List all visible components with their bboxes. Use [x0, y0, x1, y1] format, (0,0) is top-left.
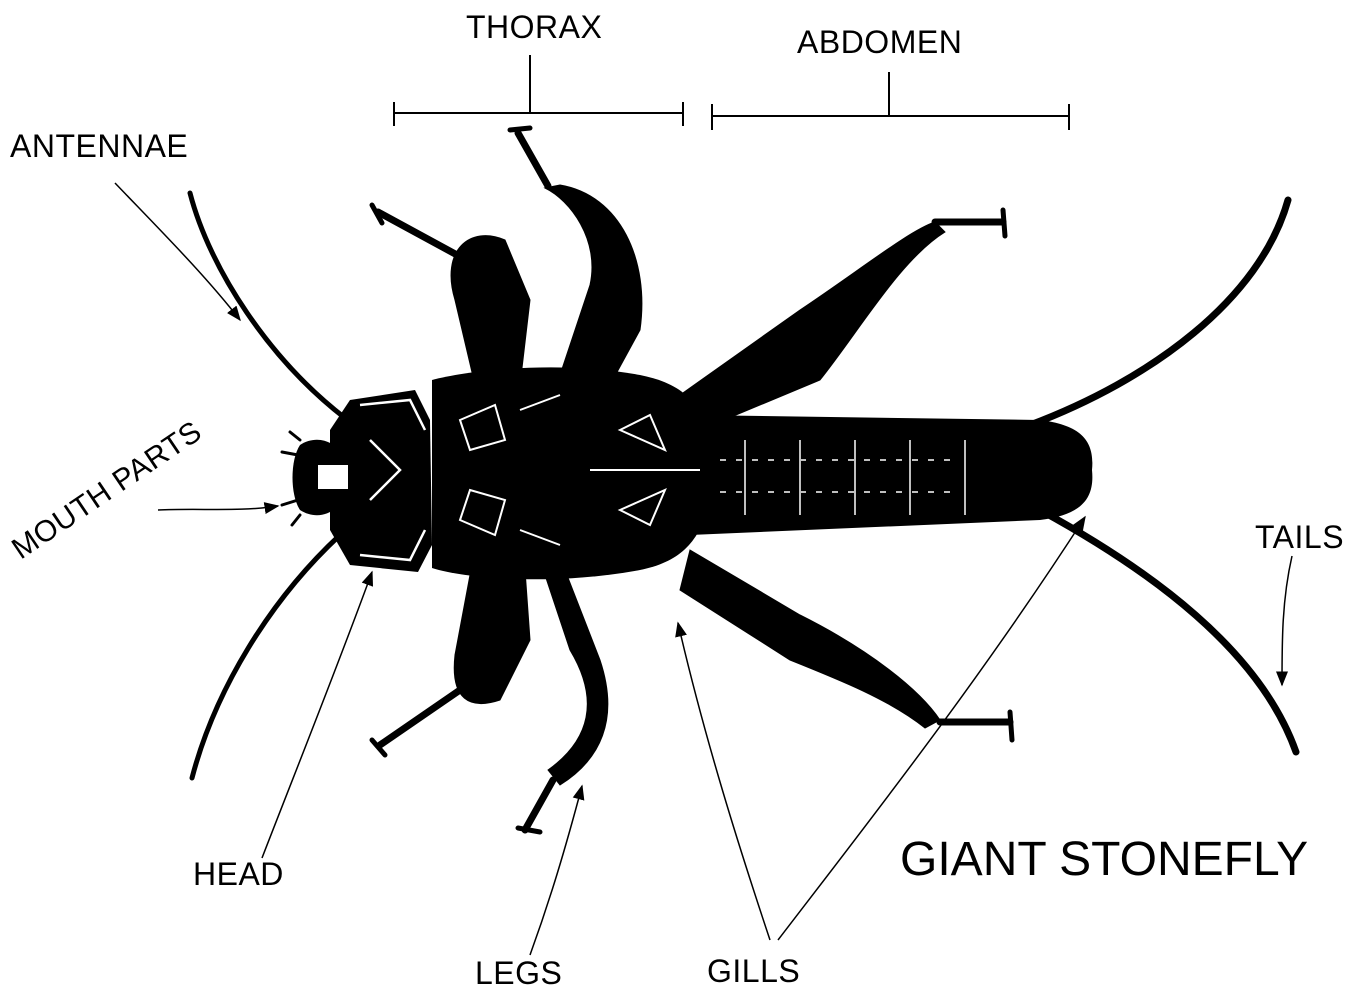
thorax-bracket — [394, 55, 683, 126]
mouth-parts-pointer — [158, 506, 278, 510]
tails-label: TAILS — [1255, 521, 1344, 553]
gills-label: GILLS — [707, 955, 800, 987]
antennae-label: ANTENNAE — [10, 130, 188, 162]
gills-pointer-left — [678, 623, 770, 940]
legs-label: LEGS — [475, 957, 562, 989]
abdomen-bracket — [712, 72, 1069, 130]
head-label: HEAD — [193, 858, 284, 890]
abdomen-label: ABDOMEN — [797, 26, 962, 58]
head-pointer — [262, 572, 372, 858]
tails-pointer — [1282, 556, 1292, 685]
thorax-label: THORAX — [466, 11, 602, 43]
antennae-pointer — [115, 183, 240, 320]
body-shape — [282, 367, 1092, 579]
diagram-title: GIANT STONEFLY — [900, 836, 1308, 884]
